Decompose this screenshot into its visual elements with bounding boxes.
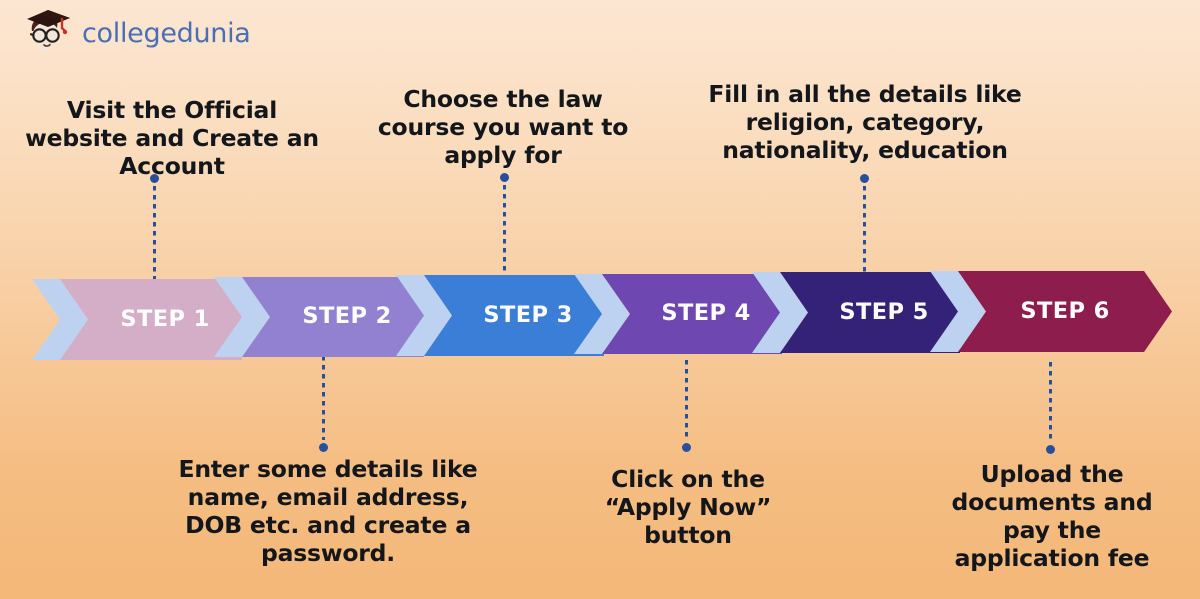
connector-line xyxy=(322,356,325,440)
step-caption-3: Choose the law course you want to apply … xyxy=(377,85,629,169)
brand-name: collegedunia xyxy=(82,17,251,49)
graduation-cap-face-logo-icon xyxy=(27,10,70,52)
step-3-arrow[interactable] xyxy=(424,275,604,356)
connector-line xyxy=(685,360,688,440)
step-1-arrow[interactable] xyxy=(60,279,242,360)
step-5-arrow[interactable] xyxy=(780,272,960,353)
step-6-arrow[interactable] xyxy=(958,271,1172,352)
connector-step-2 xyxy=(319,356,328,452)
step-caption-4: Click on the “Apply Now” button xyxy=(604,465,772,549)
connector-dot xyxy=(150,174,159,183)
connector-dot xyxy=(1046,445,1055,454)
connector-dot xyxy=(860,174,869,183)
connector-dot xyxy=(682,443,691,452)
step-caption-6: Upload the documents and pay the applica… xyxy=(951,460,1153,572)
step-2-arrow[interactable] xyxy=(242,277,424,357)
connector-step-5 xyxy=(860,174,869,280)
brand-logo[interactable]: collegedunia xyxy=(18,4,251,62)
connector-step-6 xyxy=(1046,362,1055,454)
connector-line xyxy=(153,186,156,282)
step-4-arrow[interactable] xyxy=(602,274,782,354)
step-caption-2: Enter some details like name, email addr… xyxy=(178,455,478,567)
connector-dot xyxy=(319,443,328,452)
step-caption-5: Fill in all the details like religion, c… xyxy=(708,80,1022,164)
connector-step-3 xyxy=(500,173,509,281)
connector-line xyxy=(503,185,506,281)
connector-line xyxy=(863,186,866,280)
connector-step-4 xyxy=(682,360,691,452)
connector-line xyxy=(1049,362,1052,442)
connector-dot xyxy=(500,173,509,182)
step-caption-1: Visit the Official website and Create an… xyxy=(25,96,319,180)
connector-step-1 xyxy=(150,174,159,282)
